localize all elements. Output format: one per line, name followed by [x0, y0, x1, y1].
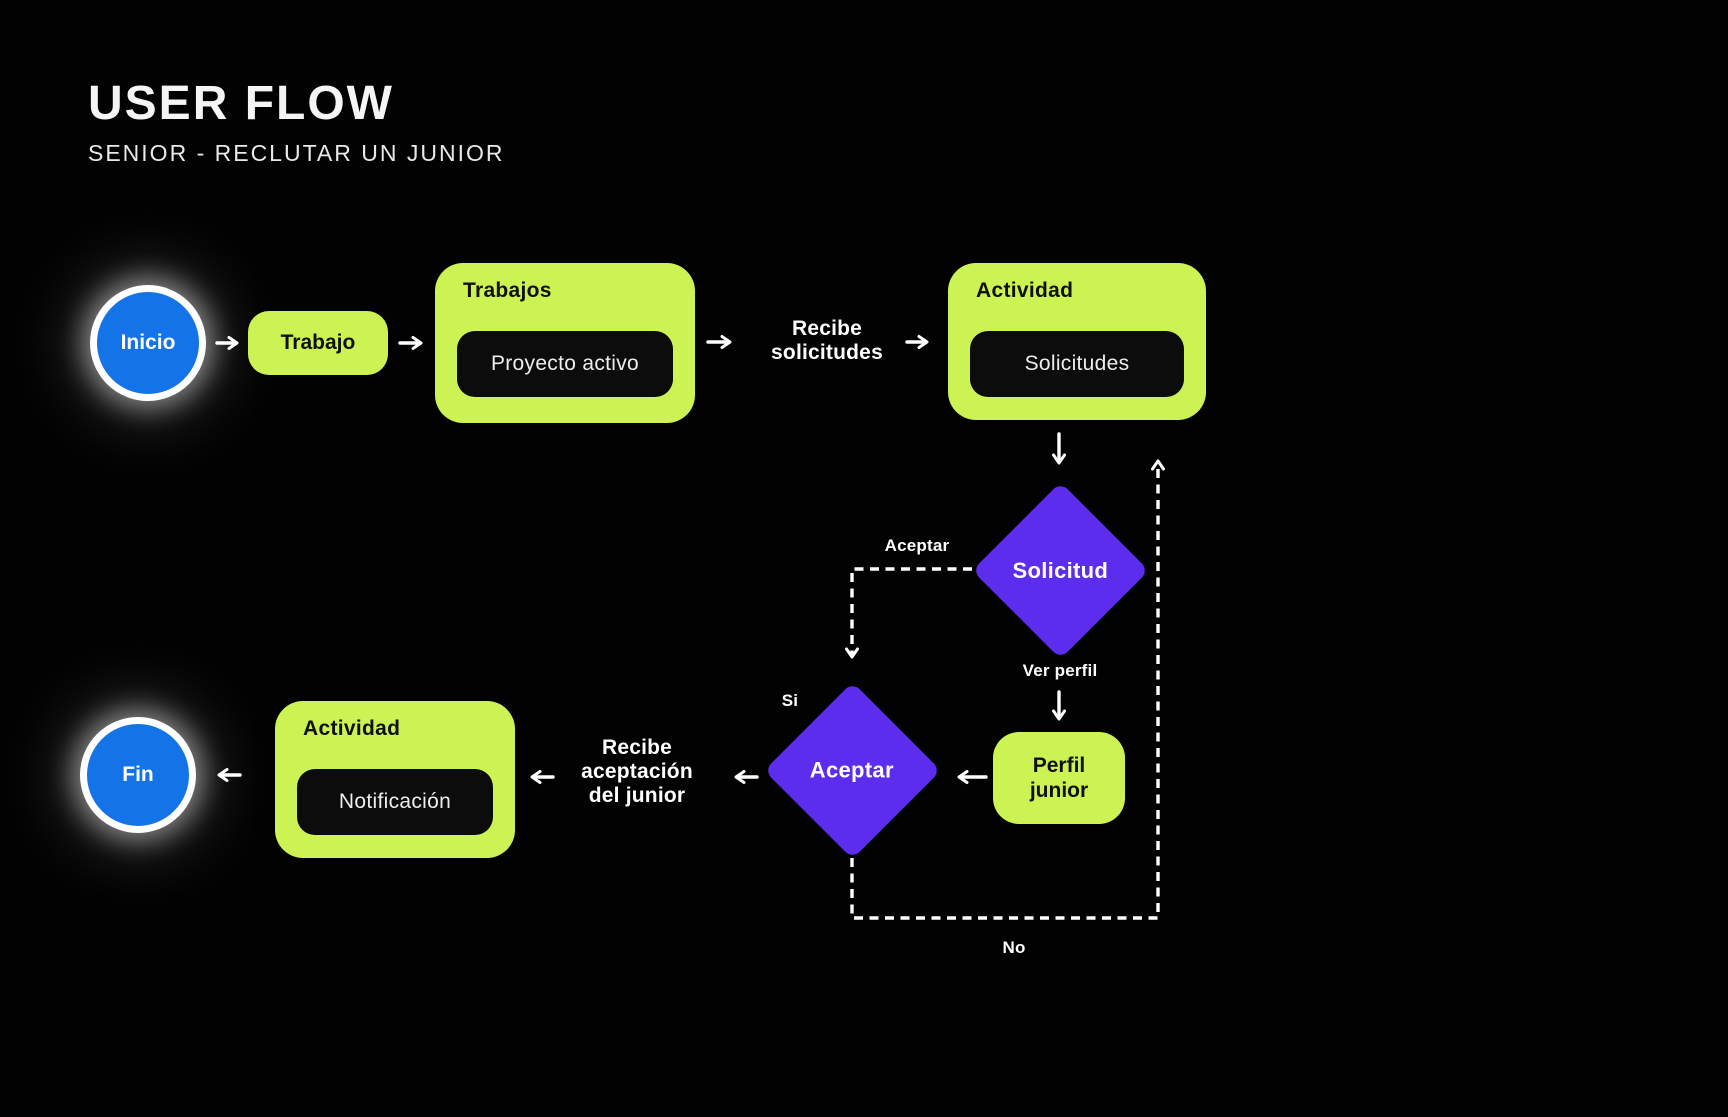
- dashed-arrow-down-icon: [845, 567, 972, 659]
- edge-label-ver-perfil: Ver perfil: [1022, 661, 1098, 680]
- step-recibe-aceptacion-line3: del junior: [588, 784, 686, 807]
- node-trabajos-screen-label: Proyecto activo: [490, 352, 640, 375]
- node-perfil-junior-line1: Perfil: [1032, 754, 1086, 777]
- node-actividad-solicitudes-screen-label: Solicitudes: [1024, 352, 1130, 375]
- node-trabajos-title: Trabajos: [463, 279, 552, 302]
- node-actividad-notificacion-screen: Notificación: [297, 769, 493, 835]
- step-recibe-aceptacion-line2: aceptación: [581, 760, 693, 783]
- page-title: USER FLOW: [88, 77, 394, 130]
- step-recibe-solicitudes-line2: solicitudes: [771, 341, 883, 364]
- node-trabajos: Trabajos Proyecto activo: [435, 263, 695, 423]
- node-perfil-junior: Perfil junior: [993, 732, 1125, 824]
- node-inicio: Inicio: [90, 285, 206, 401]
- node-inicio-label: Inicio: [120, 331, 176, 354]
- node-solicitud-label: Solicitud: [1012, 557, 1109, 583]
- dashed-arrow-up-icon: [850, 459, 1165, 920]
- step-recibe-aceptacion-line1: Recibe: [601, 736, 673, 759]
- edge-label-no: No: [1002, 938, 1026, 957]
- node-fin: Fin: [80, 717, 196, 833]
- node-actividad-notificacion-title: Actividad: [303, 717, 401, 740]
- node-actividad-notificacion: Actividad Notificación: [275, 701, 515, 858]
- edge-label-si: Si: [781, 691, 799, 710]
- node-perfil-junior-line2: junior: [1029, 779, 1089, 802]
- page-subtitle: SENIOR - RECLUTAR UN JUNIOR: [88, 140, 505, 166]
- node-actividad-solicitudes-screen: Solicitudes: [970, 331, 1184, 397]
- node-fin-label: Fin: [122, 763, 154, 786]
- step-recibe-solicitudes: Recibe solicitudes: [747, 317, 907, 365]
- node-actividad-notificacion-screen-label: Notificación: [338, 790, 452, 813]
- node-trabajos-screen: Proyecto activo: [457, 331, 673, 397]
- node-aceptar-label: Aceptar: [810, 757, 895, 783]
- node-trabajo: Trabajo: [248, 311, 388, 375]
- node-solicitud: Solicitud: [972, 482, 1149, 659]
- edge-label-aceptar: Aceptar: [884, 536, 950, 555]
- node-actividad-solicitudes-title: Actividad: [976, 279, 1074, 302]
- step-recibe-solicitudes-line1: Recibe: [791, 317, 863, 340]
- node-actividad-solicitudes: Actividad Solicitudes: [948, 263, 1206, 420]
- node-trabajo-label: Trabajo: [280, 331, 356, 354]
- step-recibe-aceptacion: Recibe aceptación del junior: [557, 736, 717, 808]
